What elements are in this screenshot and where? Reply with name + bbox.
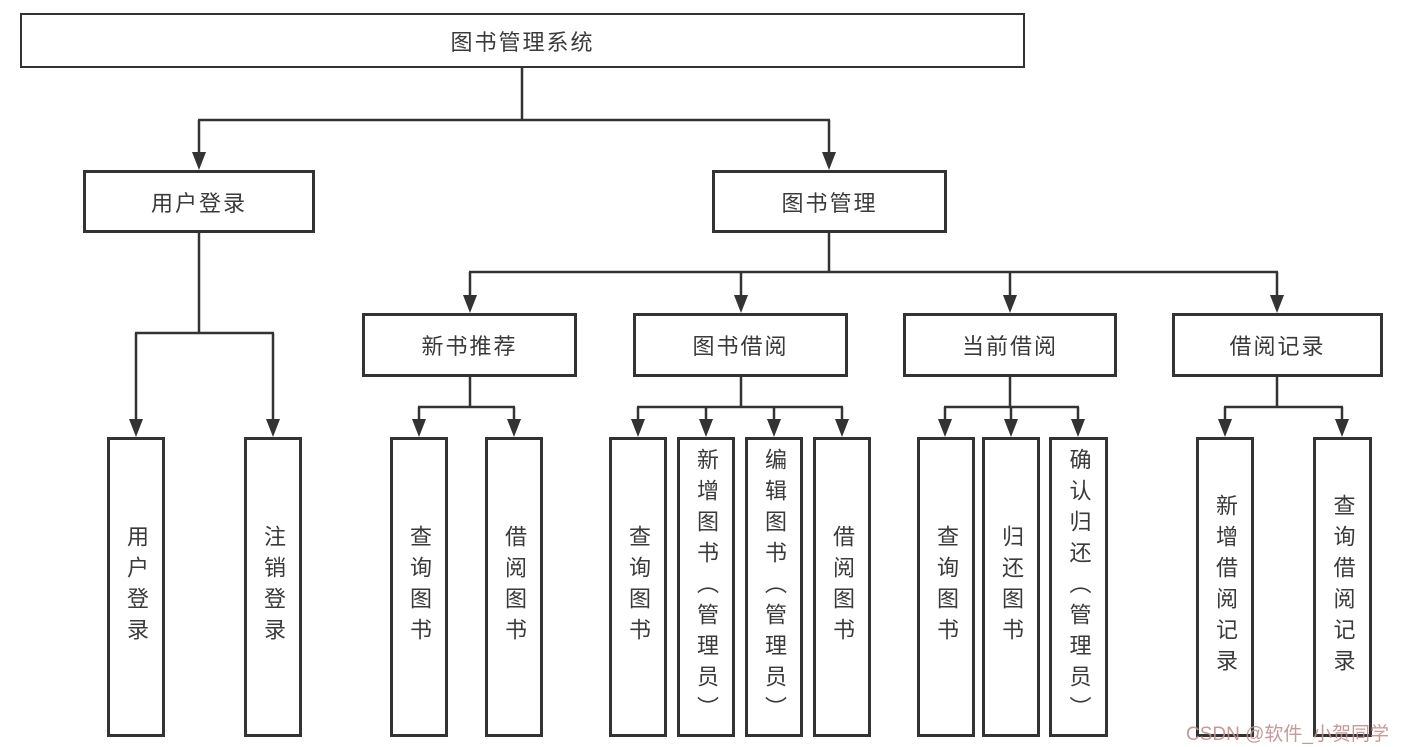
arrow-down-icon [266, 419, 280, 437]
arrow-down-icon [734, 295, 748, 313]
arrow-down-icon [507, 419, 521, 437]
node-label: 新增图书（管理员） [694, 447, 719, 727]
node-label: 借阅图书 [830, 525, 855, 649]
arrow-down-icon [1218, 419, 1232, 437]
node-label: 借阅记录 [1229, 334, 1326, 359]
node-label: 查询借阅记录 [1330, 494, 1356, 680]
csdn-watermark: CSDN @软件_小贺同学 [1186, 724, 1389, 745]
node-label: 图书借阅 [692, 334, 789, 359]
node-user-login: 用户登录 [83, 170, 315, 233]
arrow-down-icon [631, 419, 645, 437]
node-root-library-system: 图书管理系统 [20, 13, 1025, 68]
node-label: 编辑图书（管理员） [762, 447, 787, 727]
leaf-query-borrow-record: 查询借阅记录 [1313, 437, 1372, 737]
connector-root-to-level2 [192, 68, 836, 170]
node-label: 用户登录 [124, 525, 149, 649]
node-label: 用户登录 [150, 190, 247, 216]
arrow-down-icon [129, 419, 143, 437]
node-label: 查询图书 [626, 525, 651, 649]
leaf-query-books-recommend: 查询图书 [390, 437, 448, 737]
arrow-down-icon [938, 419, 952, 437]
connector-borrow-to-leaves [631, 377, 849, 437]
node-book-borrow: 图书借阅 [633, 313, 848, 377]
leaf-logout: 注销登录 [244, 437, 302, 737]
leaf-user-login: 用户登录 [107, 437, 165, 737]
connector-book-management-to-level3 [463, 233, 1284, 313]
node-label: 归还图书 [999, 525, 1024, 649]
arrow-down-icon [822, 152, 836, 170]
node-borrow-records: 借阅记录 [1172, 313, 1383, 377]
leaf-borrow-books: 借阅图书 [813, 437, 871, 737]
arrow-down-icon [463, 295, 477, 313]
arrow-down-icon [1004, 419, 1018, 437]
connector-recommend-to-leaves [412, 377, 521, 437]
arrow-down-icon [1071, 419, 1085, 437]
leaf-query-books-current: 查询图书 [917, 437, 975, 737]
leaf-add-borrow-record: 新增借阅记录 [1196, 437, 1254, 737]
arrow-down-icon [1335, 419, 1349, 437]
leaf-query-books-borrow: 查询图书 [609, 437, 667, 737]
arrow-down-icon [192, 152, 206, 170]
leaf-edit-books-admin: 编辑图书（管理员） [745, 437, 803, 737]
node-label: 借阅图书 [502, 525, 527, 649]
arrow-down-icon [767, 419, 781, 437]
node-label: 图书管理系统 [450, 29, 595, 55]
arrow-down-icon [835, 419, 849, 437]
node-label: 查询图书 [407, 525, 432, 649]
node-book-management: 图书管理 [712, 170, 947, 233]
node-label: 查询图书 [934, 525, 959, 649]
node-current-borrow: 当前借阅 [903, 313, 1117, 377]
node-new-book-recommend: 新书推荐 [362, 313, 577, 377]
arrow-down-icon [1003, 295, 1017, 313]
node-label: 新增借阅记录 [1213, 494, 1238, 680]
connector-user-login-to-leaves [129, 233, 280, 437]
node-label: 当前借阅 [961, 334, 1058, 359]
leaf-return-books: 归还图书 [982, 437, 1040, 737]
node-label: 图书管理 [781, 190, 878, 216]
leaf-borrow-books-recommend: 借阅图书 [485, 437, 543, 737]
node-label: 确认归还（管理员） [1066, 447, 1092, 727]
node-label: 新书推荐 [421, 334, 518, 359]
arrow-down-icon [1270, 295, 1284, 313]
arrow-down-icon [699, 419, 713, 437]
arrow-down-icon [412, 419, 426, 437]
connector-records-to-leaves [1218, 377, 1349, 437]
leaf-confirm-return-admin: 确认归还（管理员） [1049, 437, 1108, 737]
node-label: 注销登录 [261, 525, 286, 649]
leaf-add-books-admin: 新增图书（管理员） [677, 437, 735, 737]
connector-current-to-leaves [938, 377, 1085, 437]
